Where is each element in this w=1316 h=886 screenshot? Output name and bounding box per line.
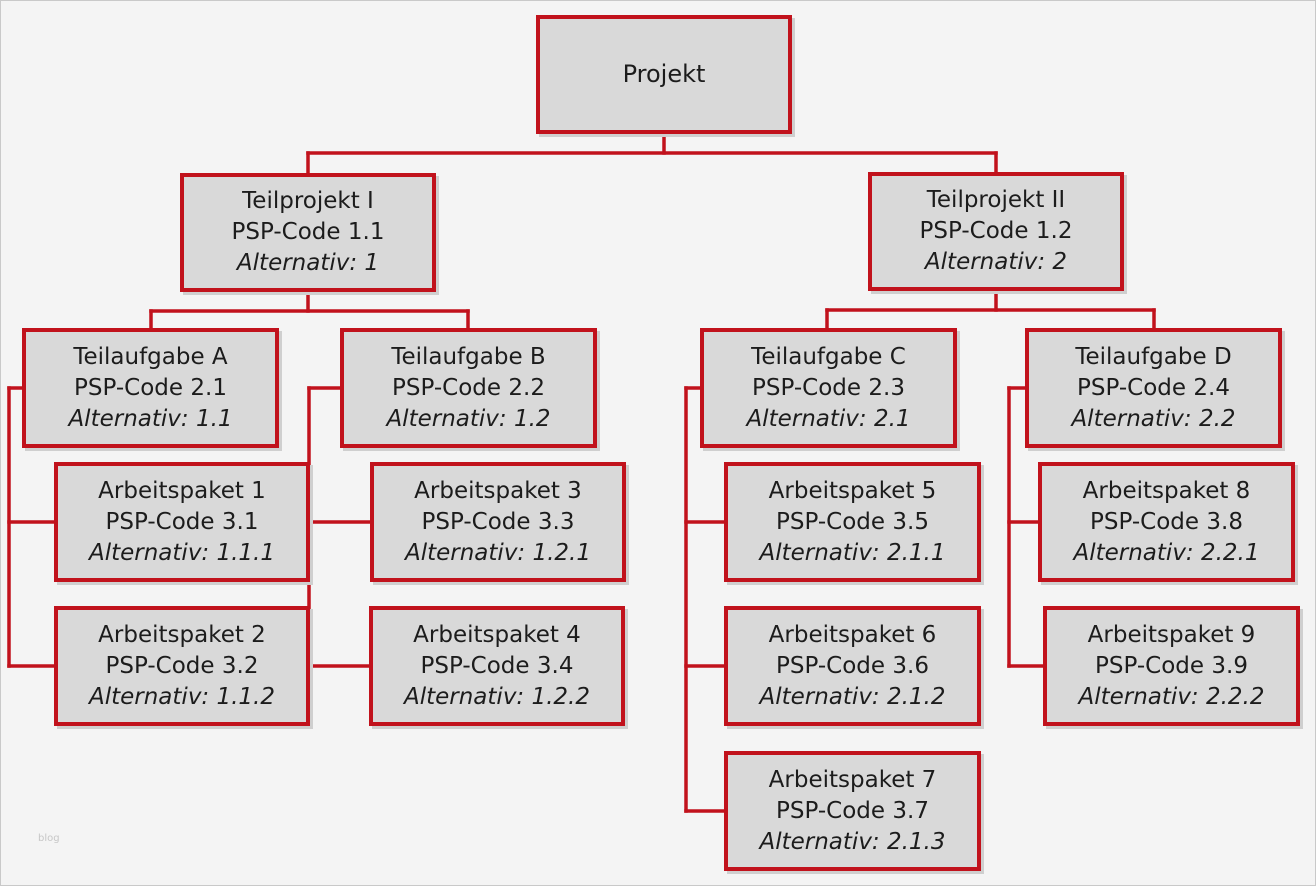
node-alternative: Alternativ: 1.1.1 (88, 539, 276, 566)
node-psp-code: PSP-Code 1.1 (231, 219, 385, 245)
node-arbeitspaket-1: Arbeitspaket 1 PSP-Code 3.1 Alternativ: … (54, 462, 310, 582)
node-alternative: Alternativ: 1.1 (68, 405, 233, 432)
node-alternative: Alternativ: 2.1.1 (759, 539, 946, 566)
node-psp-code: PSP-Code 2.4 (1077, 374, 1230, 401)
node-alternative: Alternativ: 2.1.3 (759, 828, 946, 855)
node-arbeitspaket-8: Arbeitspaket 8 PSP-Code 3.8 Alternativ: … (1038, 462, 1295, 582)
node-title: Arbeitspaket 8 (1082, 477, 1251, 504)
node-alternative: Alternativ: 1.2.1 (404, 539, 592, 566)
node-psp-code: PSP-Code 3.8 (1090, 508, 1243, 535)
node-psp-code: PSP-Code 2.1 (74, 374, 227, 401)
node-alternative: Alternativ: 1.2 (386, 405, 551, 432)
node-alternative: Alternativ: 2.1.2 (759, 683, 946, 710)
node-psp-code: PSP-Code 3.4 (420, 652, 574, 679)
node-psp-code: PSP-Code 3.7 (776, 797, 929, 824)
node-psp-code: PSP-Code 2.3 (752, 374, 905, 401)
node-arbeitspaket-4: Arbeitspaket 4 PSP-Code 3.4 Alternativ: … (369, 606, 625, 726)
node-teilaufgabe-d: Teilaufgabe D PSP-Code 2.4 Alternativ: 2… (1025, 328, 1282, 448)
node-psp-code: PSP-Code 3.6 (776, 652, 929, 679)
node-title: Teilaufgabe D (1075, 343, 1232, 370)
node-alternative: Alternativ: 2.2 (1071, 405, 1236, 432)
node-alternative: Alternativ: 1 (236, 250, 380, 276)
node-alternative: Alternativ: 1.2.2 (403, 683, 591, 710)
node-arbeitspaket-5: Arbeitspaket 5 PSP-Code 3.5 Alternativ: … (724, 462, 981, 582)
node-arbeitspaket-9: Arbeitspaket 9 PSP-Code 3.9 Alternativ: … (1043, 606, 1300, 726)
node-psp-code: PSP-Code 2.2 (392, 374, 545, 401)
watermark-text: blog (38, 833, 60, 844)
node-title: Arbeitspaket 2 (98, 621, 266, 648)
node-teilprojekt-1: Teilprojekt I PSP-Code 1.1 Alternativ: 1 (180, 173, 436, 292)
node-psp-code: PSP-Code 3.1 (105, 508, 259, 535)
node-alternative: Alternativ: 2.2.1 (1073, 539, 1260, 566)
node-title: Teilaufgabe B (391, 343, 546, 370)
node-title: Arbeitspaket 5 (768, 477, 937, 504)
node-title: Teilprojekt I (242, 188, 374, 214)
node-teilprojekt-2: Teilprojekt II PSP-Code 1.2 Alternativ: … (868, 172, 1124, 291)
node-arbeitspaket-7: Arbeitspaket 7 PSP-Code 3.7 Alternativ: … (724, 751, 981, 871)
node-title: Arbeitspaket 1 (98, 477, 266, 504)
node-alternative: Alternativ: 2.2.2 (1078, 683, 1265, 710)
node-psp-code: PSP-Code 3.2 (105, 652, 259, 679)
node-teilaufgabe-a: Teilaufgabe A PSP-Code 2.1 Alternativ: 1… (22, 328, 279, 448)
node-alternative: Alternativ: 1.1.2 (88, 683, 276, 710)
node-psp-code: PSP-Code 3.5 (776, 508, 929, 535)
node-title: Arbeitspaket 7 (768, 766, 937, 793)
node-arbeitspaket-3: Arbeitspaket 3 PSP-Code 3.3 Alternativ: … (370, 462, 626, 582)
node-psp-code: PSP-Code 3.9 (1095, 652, 1248, 679)
node-arbeitspaket-2: Arbeitspaket 2 PSP-Code 3.2 Alternativ: … (54, 606, 310, 726)
node-title: Arbeitspaket 9 (1087, 621, 1256, 648)
node-title: Teilaufgabe C (751, 343, 906, 370)
node-teilaufgabe-c: Teilaufgabe C PSP-Code 2.3 Alternativ: 2… (700, 328, 957, 448)
node-teilaufgabe-b: Teilaufgabe B PSP-Code 2.2 Alternativ: 1… (340, 328, 597, 448)
node-title: Arbeitspaket 4 (413, 621, 581, 648)
node-title: Arbeitspaket 3 (414, 477, 582, 504)
node-alternative: Alternativ: 2 (924, 249, 1068, 275)
node-projekt: Projekt (536, 15, 792, 134)
node-title: Teilprojekt II (926, 187, 1066, 213)
node-psp-code: PSP-Code 1.2 (919, 218, 1073, 244)
node-arbeitspaket-6: Arbeitspaket 6 PSP-Code 3.6 Alternativ: … (724, 606, 981, 726)
node-alternative: Alternativ: 2.1 (746, 405, 911, 432)
node-title: Teilaufgabe A (73, 343, 228, 370)
node-title: Projekt (622, 60, 706, 88)
node-title: Arbeitspaket 6 (768, 621, 937, 648)
node-psp-code: PSP-Code 3.3 (421, 508, 575, 535)
